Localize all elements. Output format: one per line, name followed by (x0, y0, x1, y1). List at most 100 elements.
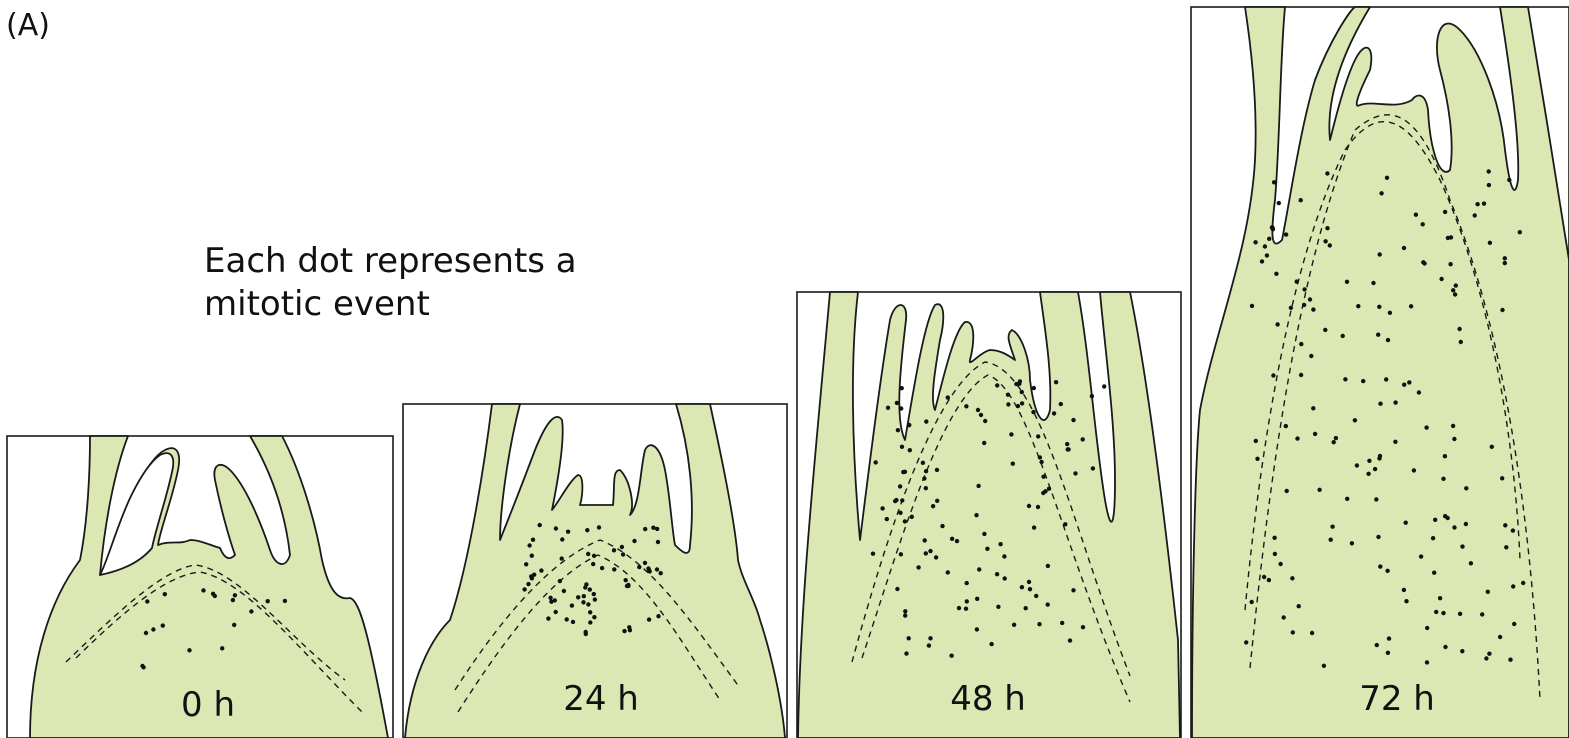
mitotic-event-dot (900, 445, 904, 449)
mitotic-event-dot (975, 627, 979, 631)
mitotic-event-dot (582, 594, 586, 598)
mitotic-event-dot (923, 538, 927, 542)
mitotic-event-dot (898, 484, 902, 488)
mitotic-event-dot (1046, 564, 1050, 568)
mitotic-event-dot (643, 561, 647, 565)
mitotic-event-dot (1060, 621, 1064, 625)
mitotic-event-dot (647, 617, 651, 621)
mitotic-event-dot (977, 567, 981, 571)
mitotic-event-dot (940, 524, 944, 528)
mitotic-event-dot (1265, 253, 1269, 257)
mitotic-event-dot (1387, 636, 1391, 640)
mitotic-event-dot (900, 498, 904, 502)
mitotic-event-dot (1334, 436, 1338, 440)
mitotic-event-dot (1449, 235, 1453, 239)
mitotic-event-dot (1308, 297, 1312, 301)
mitotic-event-dot (924, 419, 928, 423)
mitotic-event-dot (612, 548, 616, 552)
mitotic-event-dot (1250, 304, 1254, 308)
mitotic-event-dot (1458, 612, 1462, 616)
mitotic-event-dot (1325, 226, 1329, 230)
mitotic-event-dot (1102, 384, 1106, 388)
mitotic-event-dot (904, 651, 908, 655)
mitotic-event-dot (1482, 201, 1486, 205)
mitotic-event-dot (894, 498, 898, 502)
mitotic-event-dot (1290, 576, 1294, 580)
mitotic-event-dot (1046, 602, 1050, 606)
mitotic-event-dot (1260, 259, 1264, 263)
mitotic-event-dot (1433, 518, 1437, 522)
mitotic-event-dot (1277, 201, 1281, 205)
mitotic-event-dot (1373, 467, 1377, 471)
mitotic-event-dot (539, 568, 543, 572)
mitotic-event-dot (1302, 303, 1306, 307)
mitotic-event-dot (1454, 283, 1458, 287)
mitotic-event-dot (955, 539, 959, 543)
mitotic-event-dot (1443, 454, 1447, 458)
mitotic-event-dot (899, 406, 903, 410)
mitotic-event-dot (1345, 497, 1349, 501)
mitotic-event-dot (1310, 631, 1314, 635)
mitotic-event-dot (1500, 476, 1504, 480)
mitotic-event-dot (1028, 587, 1032, 591)
mitotic-event-dot (1322, 664, 1326, 668)
mitotic-event-dot (592, 554, 596, 558)
panel-24h-time-label: 24 h (563, 679, 639, 719)
mitotic-event-dot (565, 617, 569, 621)
mitotic-event-dot (145, 599, 149, 603)
mitotic-event-dot (1475, 202, 1479, 206)
mitotic-event-dot (1081, 437, 1085, 441)
mitotic-event-dot (1473, 213, 1477, 217)
panel-48h: 48 h (797, 292, 1181, 738)
mitotic-event-dot (950, 537, 954, 541)
mitotic-event-dot (651, 526, 655, 530)
mitotic-event-dot (1003, 576, 1007, 580)
mitotic-event-dot (588, 587, 592, 591)
mitotic-event-dot (1452, 437, 1456, 441)
mitotic-event-dot (1460, 544, 1464, 548)
mitotic-event-dot (1284, 424, 1288, 428)
mitotic-event-dot (560, 537, 564, 541)
mitotic-event-dot (581, 600, 585, 604)
mitotic-event-dot (1267, 578, 1271, 582)
mitotic-event-dot (1404, 599, 1408, 603)
mitotic-event-dot (1065, 442, 1069, 446)
mitotic-event-dot (1460, 649, 1464, 653)
mitotic-event-dot (1041, 491, 1045, 495)
mitotic-event-dot (560, 556, 564, 560)
mitotic-event-dot (1031, 410, 1035, 414)
mitotic-event-dot (1448, 262, 1452, 266)
mitotic-event-dot (571, 620, 575, 624)
mitotic-event-dot (964, 607, 968, 611)
mitotic-event-dot (900, 386, 904, 390)
mitotic-event-dot (1255, 457, 1259, 461)
mitotic-event-dot (922, 476, 926, 480)
mitotic-event-dot (1291, 630, 1295, 634)
mitotic-event-dot (597, 525, 601, 529)
mitotic-event-dot (620, 545, 624, 549)
mitotic-event-dot (1006, 402, 1010, 406)
mitotic-event-dot (1378, 402, 1382, 406)
mitotic-event-dot (1507, 178, 1511, 182)
panel-72h-time-label: 72 h (1359, 679, 1435, 719)
mitotic-event-dot (1385, 176, 1389, 180)
mitotic-event-dot (1313, 432, 1317, 436)
mitotic-event-dot (1452, 525, 1456, 529)
mitotic-event-dot (1487, 169, 1491, 173)
mitotic-event-dot (1253, 240, 1257, 244)
mitotic-event-dot (1262, 575, 1266, 579)
mitotic-event-dot (1438, 596, 1442, 600)
mitotic-event-dot (566, 530, 570, 534)
mitotic-event-dot (1278, 562, 1282, 566)
mitotic-event-dot (1508, 658, 1512, 662)
mitotic-event-dot (283, 599, 287, 603)
mitotic-event-dot (1002, 554, 1006, 558)
mitotic-event-dot (600, 566, 604, 570)
mitotic-event-dot (526, 582, 530, 586)
mitotic-event-dot (989, 642, 993, 646)
mitotic-event-dot (1047, 487, 1051, 491)
mitotic-event-dot (1356, 304, 1360, 308)
mitotic-event-dot (593, 597, 597, 601)
mitotic-event-dot (656, 614, 660, 618)
mitotic-event-dot (1434, 610, 1438, 614)
